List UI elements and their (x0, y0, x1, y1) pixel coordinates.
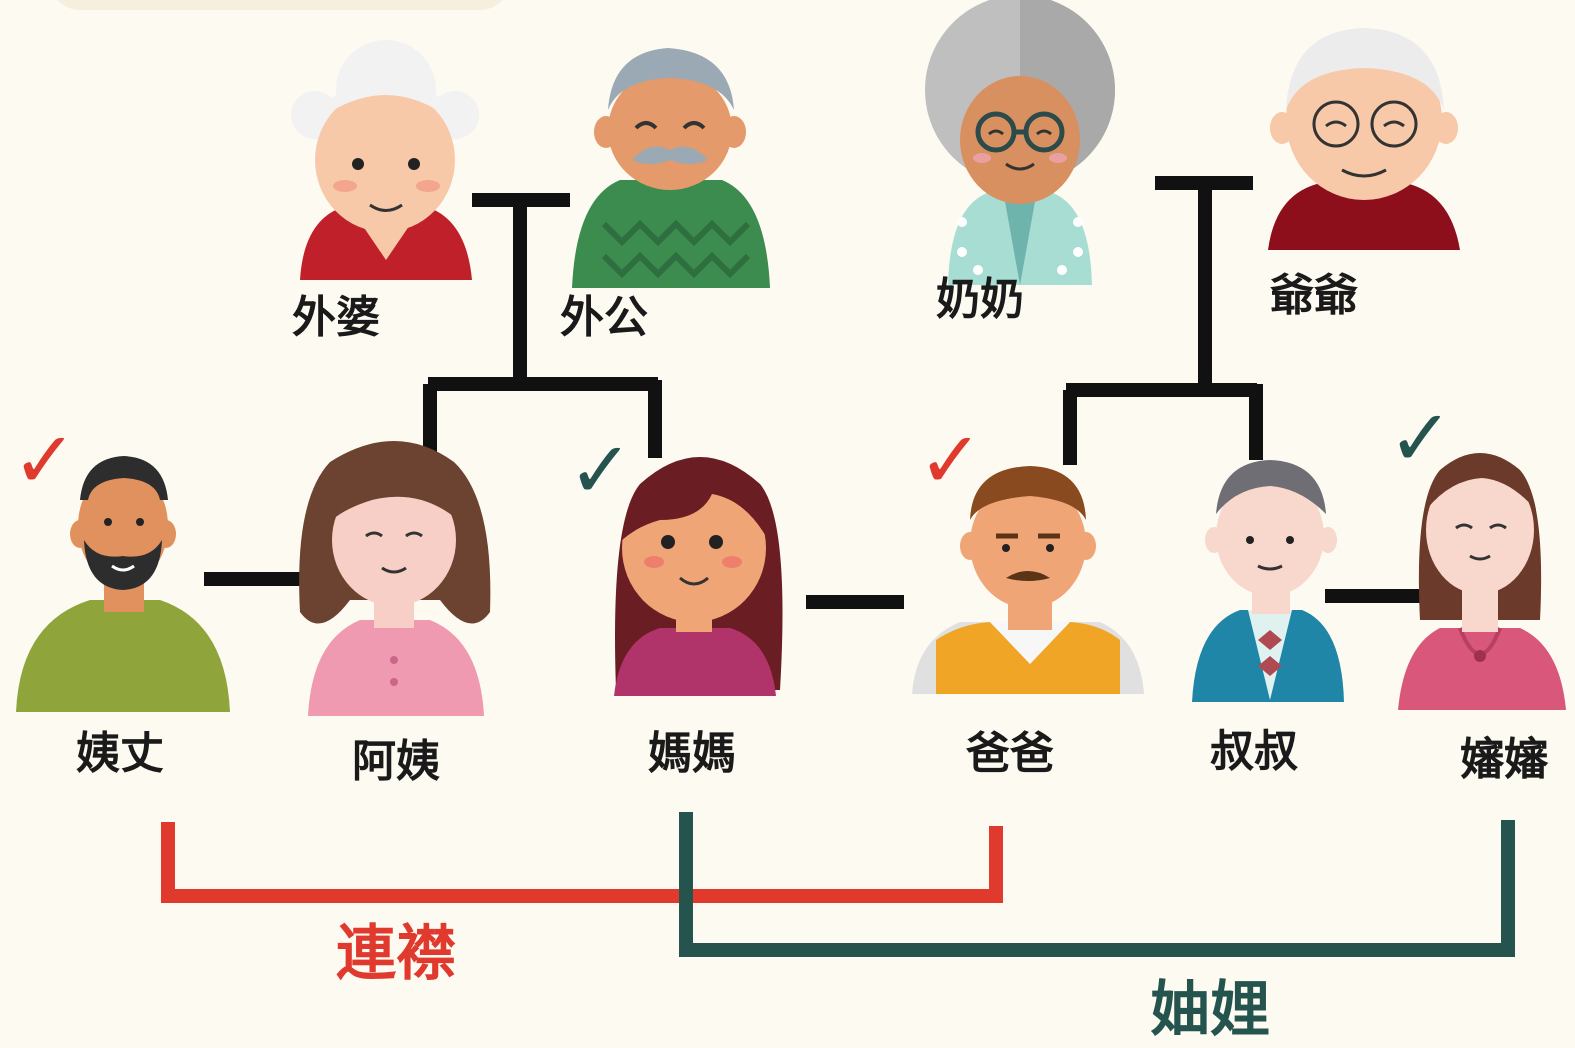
waipo-avatar (291, 40, 479, 280)
maternal-children-line (423, 377, 662, 458)
yeye-avatar (1268, 28, 1460, 250)
mama-label: 媽媽 (648, 728, 736, 779)
maternal-couple-line (472, 193, 570, 384)
waigong-avatar (572, 48, 770, 288)
baba-check-icon: ✓ (918, 416, 984, 506)
yizhang-check-icon: ✓ (12, 416, 78, 506)
zhouli-bracket (679, 812, 1515, 957)
top-banner-edge (50, 0, 510, 10)
nainai-avatar (925, 0, 1115, 285)
mama-check-icon: ✓ (568, 426, 634, 516)
tree-lines (204, 176, 1423, 609)
ayi-avatar (299, 441, 491, 716)
lianjin-bracket (161, 822, 1003, 903)
mama-avatar (614, 457, 783, 696)
shushu-avatar (1192, 460, 1344, 702)
waipo-label: 外婆 (292, 292, 380, 343)
yeye-label: 爺爺 (1270, 270, 1358, 321)
ayi-label: 阿姨 (352, 736, 440, 787)
paternal-couple-line (1155, 176, 1253, 384)
zhouli-label: 妯娌 (1150, 975, 1270, 1045)
nainai-label: 奶奶 (936, 274, 1024, 325)
baba-avatar (912, 466, 1144, 694)
yizhang-label: 姨丈 (76, 728, 164, 779)
paternal-children-line (1063, 383, 1263, 465)
yizhang-avatar (16, 456, 230, 712)
lianjin-label: 連襟 (336, 919, 456, 989)
waigong-label: 外公 (560, 292, 648, 343)
shenshen-check-icon: ✓ (1388, 394, 1454, 484)
shushu-label: 叔叔 (1210, 726, 1298, 777)
baba-label: 爸爸 (966, 728, 1054, 779)
shenshen-avatar (1398, 453, 1566, 710)
shenshen-label: 嬸嬸 (1460, 734, 1548, 785)
